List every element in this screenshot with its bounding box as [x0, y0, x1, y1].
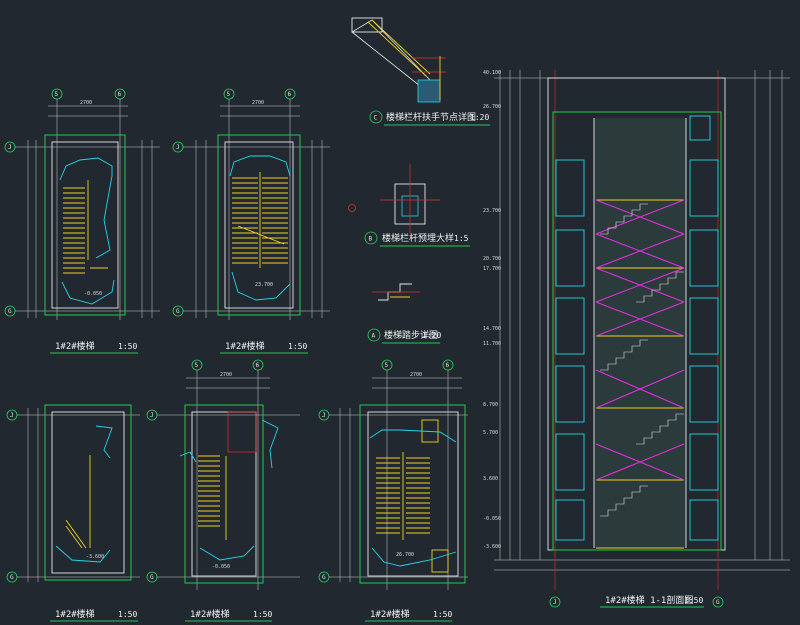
level-text: -0.050: [84, 291, 102, 297]
axis-label: G: [176, 308, 180, 315]
stair-section-1-1: 40.100 26.700 23.700 20.700 17.700 14.70…: [483, 70, 790, 608]
dimension-text: 2700: [80, 100, 92, 106]
detail-a: A 楼梯踏步详图 1:20: [367, 283, 441, 344]
axis-label: J: [10, 412, 14, 419]
axis-label: 6: [118, 91, 122, 98]
detail-scale: 1:20: [422, 331, 441, 340]
level-text: -0.050: [483, 516, 501, 522]
axis-label: G: [10, 574, 14, 581]
plan-scale: 1:50: [288, 342, 307, 351]
stair-plan-2: 5 6 2700 J G: [172, 88, 330, 354]
axis-label: G: [716, 599, 720, 606]
detail-scale: 1:20: [470, 113, 489, 122]
dimension-text: 2700: [410, 372, 422, 378]
level-text: 17.700: [483, 266, 501, 272]
level-text: 20.700: [483, 256, 501, 262]
level-text: -3.600: [86, 554, 104, 560]
stair-plan-3: J G -3.600 1#2#楼梯 1:50: [6, 404, 140, 622]
plan-scale: 1:50: [433, 610, 452, 619]
plan-caption: 1#2#楼梯: [55, 340, 95, 352]
stair-plan-1: 5 6 2700 J G: [4, 88, 160, 354]
axis-label: 6: [288, 91, 292, 98]
detail-scale: 1:5: [454, 234, 469, 243]
detail-caption: 楼梯栏杆预埋大样: [382, 232, 454, 244]
axis-label: 5: [55, 91, 59, 98]
axis-label: J: [553, 599, 557, 606]
level-text: 26.700: [396, 552, 414, 558]
axis-label: 5: [195, 362, 199, 369]
axis-label: 5: [227, 91, 231, 98]
level-text: 8.700: [483, 402, 498, 408]
level-text: -0.050: [212, 564, 230, 570]
section-caption: 1#2#楼梯 1-1剖面图: [605, 594, 693, 606]
plan-scale: 1:50: [253, 610, 272, 619]
level-text: 40.100: [483, 70, 501, 76]
level-text: 26.700: [483, 104, 501, 110]
axis-label: G: [8, 308, 12, 315]
stair-steps: [600, 203, 684, 517]
axis-label: 6: [446, 362, 450, 369]
level-text: -3.600: [483, 544, 501, 550]
stair-plan-4: 5 6 2700 J G -0.050 1#2#楼梯: [146, 359, 300, 622]
level-marks-left: 40.100 26.700 23.700 20.700 17.700 14.70…: [483, 70, 501, 550]
level-text: 23.700: [483, 208, 501, 214]
level-text: 5.700: [483, 430, 498, 436]
stair-plan-5: 5 6 2700 J G: [318, 359, 468, 622]
plan-scale: 1:50: [118, 342, 137, 351]
level-text: 3.600: [483, 476, 498, 482]
level-text: 14.700: [483, 326, 501, 332]
level-text: 23.700: [255, 282, 273, 288]
plan-caption: 1#2#楼梯: [225, 340, 265, 352]
detail-caption: 楼梯踏步详图: [384, 329, 438, 341]
axis-label: J: [8, 144, 12, 151]
axis-label: G: [322, 574, 326, 581]
axis-label: G: [150, 574, 154, 581]
plan-scale: 1:50: [118, 610, 137, 619]
detail-caption: 楼梯栏杆扶手节点详图: [386, 111, 476, 123]
axis-label: J: [176, 144, 180, 151]
detail-id: C: [374, 115, 378, 122]
plan-caption: 1#2#楼梯: [190, 608, 230, 620]
detail-b: B 楼梯栏杆预埋大样 1:5: [348, 164, 470, 247]
axis-label: J: [150, 412, 154, 419]
plan-caption: 1#2#楼梯: [55, 608, 95, 620]
level-text: 11.700: [483, 341, 501, 347]
section-scale: 1:50: [684, 596, 703, 605]
dimension-text: 2700: [220, 372, 232, 378]
dimension-text: 2700: [252, 100, 264, 106]
detail-id: B: [369, 236, 373, 243]
detail-id: A: [372, 333, 376, 340]
axis-label: 5: [385, 362, 389, 369]
axis-label: 6: [256, 362, 260, 369]
plan-caption: 1#2#楼梯: [370, 608, 410, 620]
axis-label: J: [322, 412, 326, 419]
detail-c: C 楼梯栏杆扶手节点详图 1:20: [351, 17, 490, 126]
